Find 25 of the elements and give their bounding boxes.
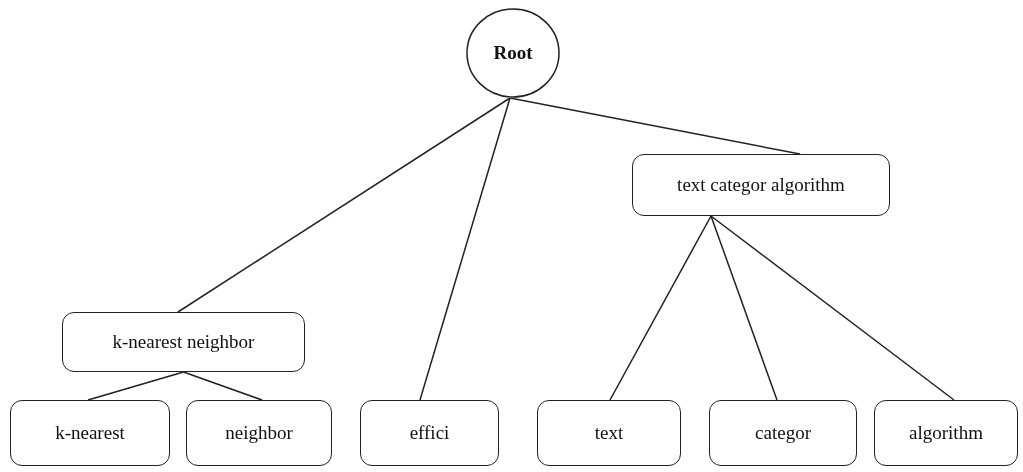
node-label: k-nearest — [55, 422, 125, 444]
connector-line — [419, 97, 511, 401]
connector-line — [609, 215, 712, 401]
term-box — [874, 400, 1018, 466]
node-label: effici — [409, 422, 450, 444]
term-box — [360, 400, 499, 466]
term-box — [186, 400, 332, 466]
node-label: k-nearest neighbor — [112, 331, 255, 353]
connector-line — [177, 97, 511, 313]
node-label: neighbor — [225, 422, 293, 444]
connector-line — [509, 97, 801, 155]
node-label: algorithm — [909, 422, 983, 444]
node-label: text — [594, 422, 624, 444]
term-box — [709, 400, 857, 466]
connector-line — [710, 215, 778, 401]
connector-line — [182, 371, 263, 401]
term-box — [62, 312, 305, 372]
node-label: categor — [755, 422, 811, 444]
term-box — [632, 154, 890, 216]
connector-line — [87, 371, 185, 401]
connector-line — [710, 215, 955, 401]
node-label: text categor algorithm — [677, 174, 845, 196]
term-box — [537, 400, 681, 466]
node-label: Root — [493, 42, 533, 64]
term-box — [10, 400, 170, 466]
